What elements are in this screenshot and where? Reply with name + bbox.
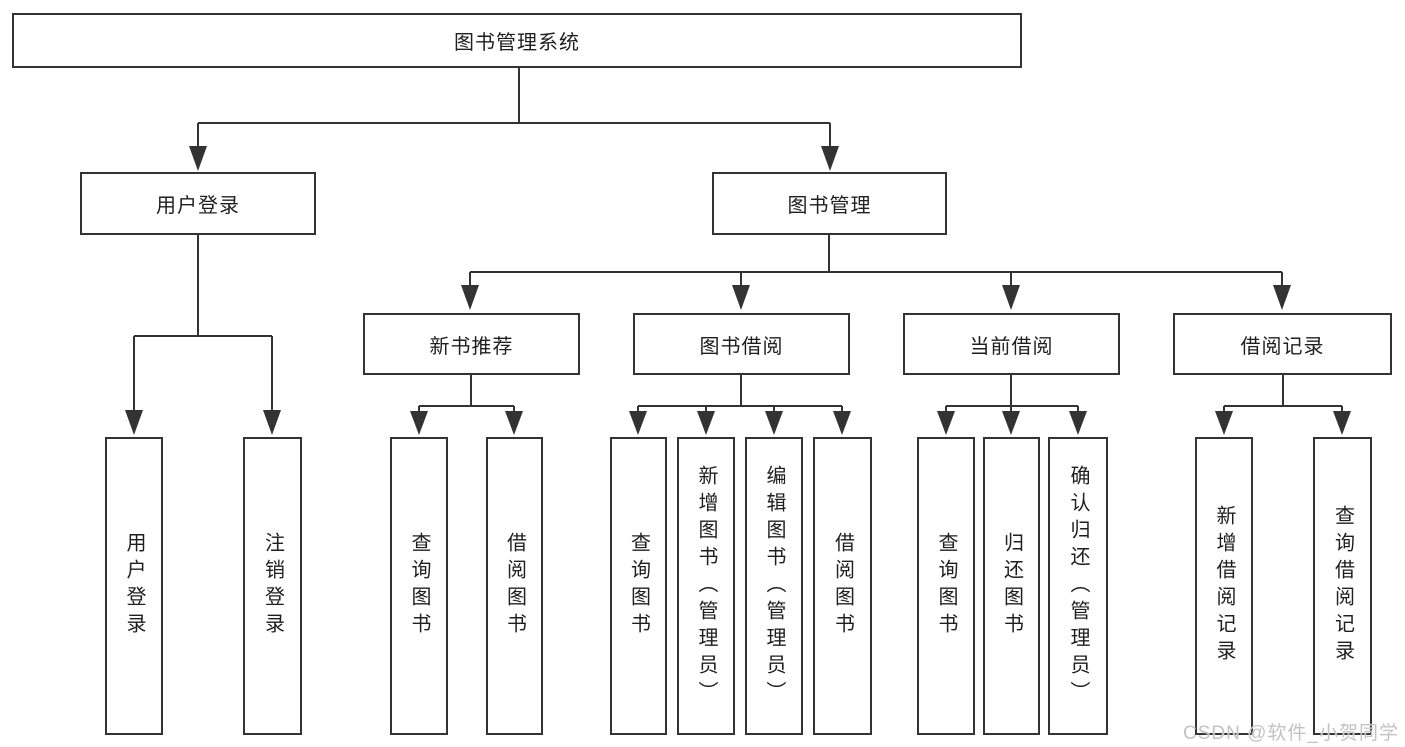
leaf-borrow-books-a: 借阅图书 <box>486 437 543 735</box>
node-label: 查询图书 <box>408 532 430 640</box>
arrowhead-b4 <box>833 411 851 435</box>
arrowhead-borrowrecord <box>1273 285 1291 310</box>
arrowhead-currentborrow <box>1002 285 1020 310</box>
node-library-management-system: 图书管理系统 <box>12 13 1022 68</box>
node-label: 新增借阅记录 <box>1213 505 1235 667</box>
arrowhead-c2 <box>1002 411 1020 435</box>
node-new-book-recommend: 新书推荐 <box>363 313 580 375</box>
arrowhead-d2 <box>1333 411 1351 435</box>
node-label: 新书推荐 <box>429 335 514 358</box>
leaf-logout: 注销登录 <box>243 437 302 735</box>
node-label: 图书管理 <box>787 195 872 217</box>
arrowhead-logout <box>263 410 281 435</box>
node-label: 新增图书（管理员） <box>695 464 717 708</box>
leaf-query-books-c: 查询图书 <box>917 437 975 735</box>
node-label: 查询图书 <box>627 532 650 640</box>
arrowhead-c1 <box>937 411 955 435</box>
leaf-borrow-books-b: 借阅图书 <box>813 437 872 735</box>
leaf-return-books: 归还图书 <box>983 437 1040 735</box>
arrowhead-b2 <box>697 411 715 435</box>
leaf-query-books-a: 查询图书 <box>390 437 448 735</box>
arrowhead-bookborrow <box>732 285 750 310</box>
node-label: 图书借阅 <box>699 335 784 358</box>
leaf-query-borrow-record: 查询借阅记录 <box>1313 437 1372 735</box>
leaf-edit-books-admin: 编辑图书（管理员） <box>745 437 803 735</box>
arrowhead-newbook <box>461 285 479 310</box>
leaf-confirm-return-admin: 确认归还（管理员） <box>1048 437 1108 735</box>
node-label: 注销登录 <box>261 532 284 640</box>
csdn-watermark: CSDN @软件_小贺同学 <box>1183 723 1399 744</box>
node-label: 借阅图书 <box>503 532 526 640</box>
node-label: 查询图书 <box>935 532 957 640</box>
arrowhead-a2 <box>505 411 523 435</box>
node-user-login-branch: 用户登录 <box>80 172 316 235</box>
arrowhead-user-login <box>189 146 207 171</box>
node-label: 当前借阅 <box>969 335 1054 358</box>
leaf-query-books-b: 查询图书 <box>610 437 667 735</box>
leaf-add-books-admin: 新增图书（管理员） <box>677 437 735 735</box>
node-label: 用户登录 <box>156 195 240 217</box>
arrowhead-a1 <box>410 411 428 435</box>
leaf-user-login: 用户登录 <box>105 437 163 735</box>
arrowhead-c3 <box>1069 411 1087 435</box>
arrowhead-login <box>125 410 143 435</box>
arrowhead-book-mgmt <box>821 146 839 171</box>
arrowhead-b1 <box>629 411 647 435</box>
node-borrow-record: 借阅记录 <box>1173 313 1392 375</box>
node-label: 借阅图书 <box>831 532 854 640</box>
node-label: 查询借阅记录 <box>1331 505 1354 667</box>
node-label: 确认归还（管理员） <box>1067 464 1089 708</box>
node-book-borrow: 图书借阅 <box>633 313 850 375</box>
node-label: 归还图书 <box>1000 532 1023 640</box>
node-label: 图书管理系统 <box>454 32 580 54</box>
node-label: 借阅记录 <box>1240 335 1325 358</box>
node-book-management-branch: 图书管理 <box>712 172 947 235</box>
leaf-add-borrow-record: 新增借阅记录 <box>1195 437 1253 735</box>
node-current-borrow: 当前借阅 <box>903 313 1120 375</box>
arrowhead-d1 <box>1215 411 1233 435</box>
arrowhead-b3 <box>765 411 783 435</box>
node-label: 编辑图书（管理员） <box>763 464 785 708</box>
node-label: 用户登录 <box>123 532 145 640</box>
